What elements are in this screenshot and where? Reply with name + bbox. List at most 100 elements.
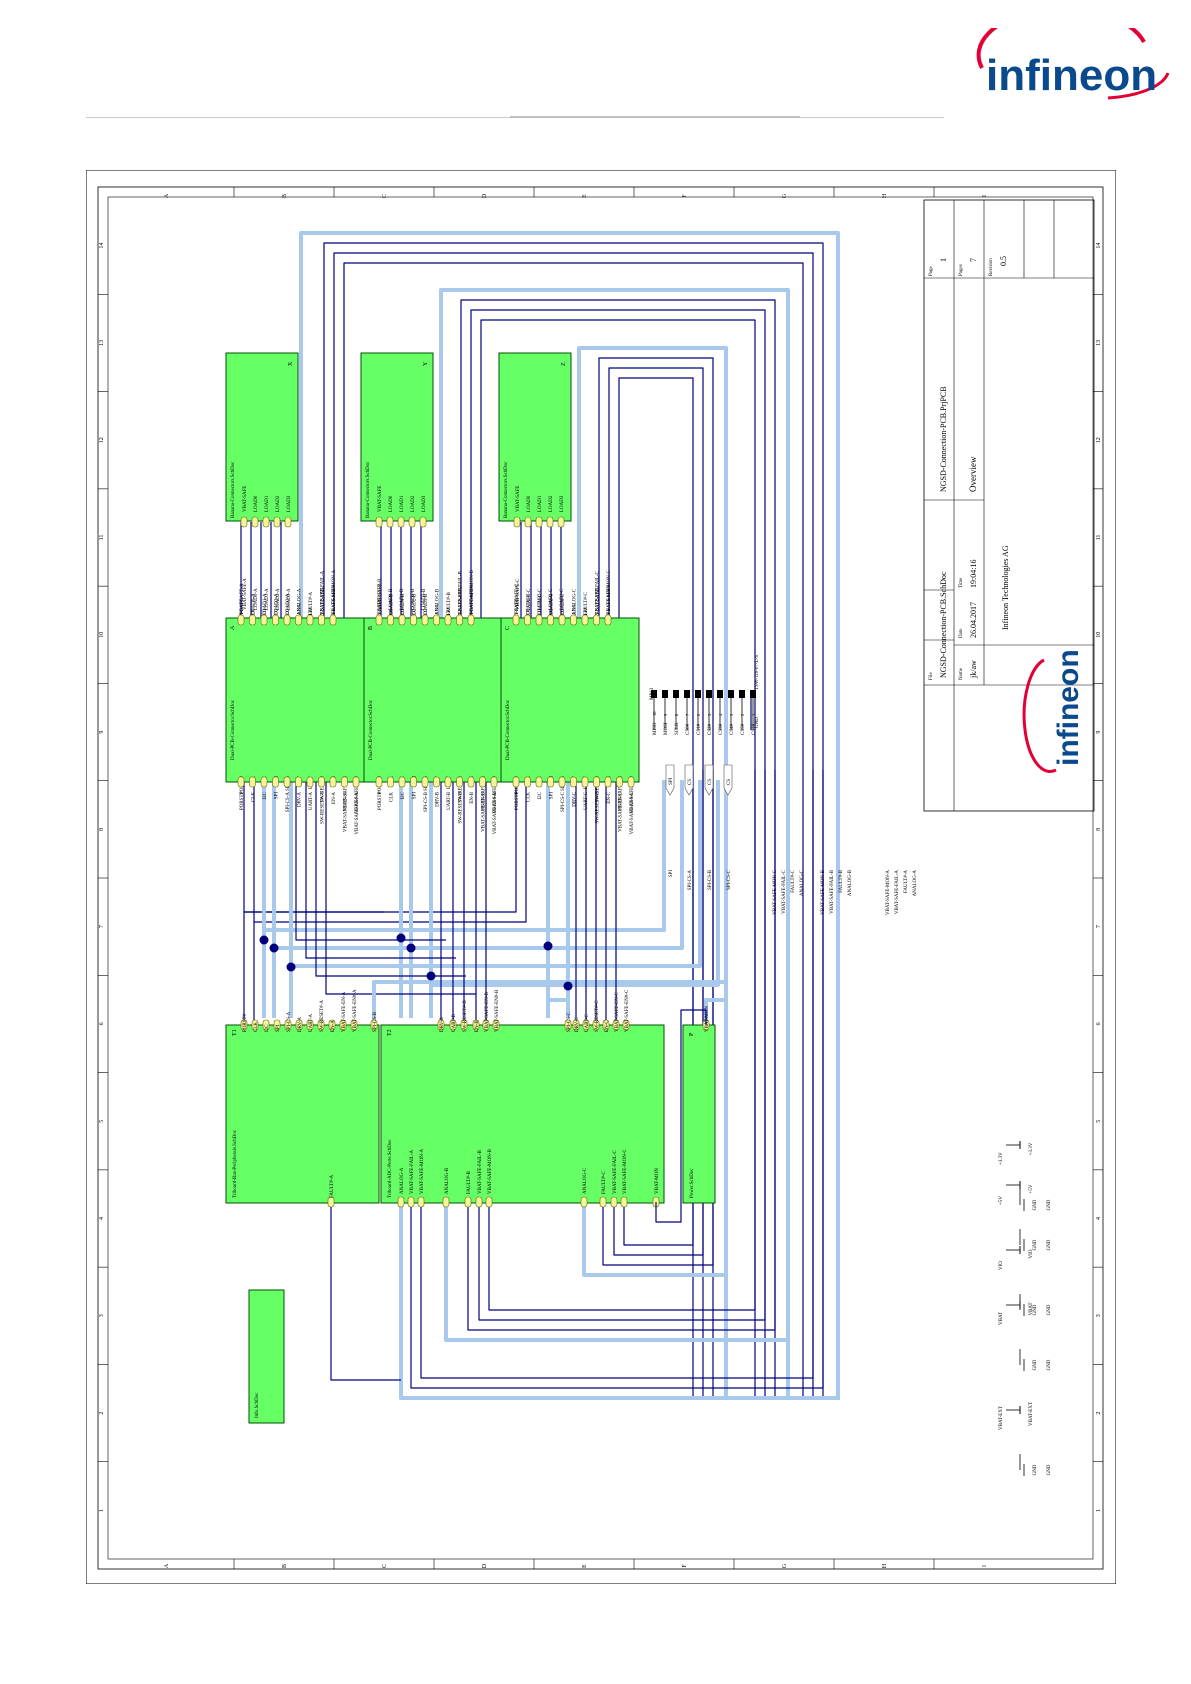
port-label: VBAT-SAFE-EN#-C	[625, 989, 630, 1032]
dual-pcb-connector-block	[500, 617, 640, 783]
net-label: UART-B	[447, 791, 452, 810]
gnd-label: GND	[1047, 1304, 1052, 1315]
port-label: VBAT-SAFE-MON-A	[420, 1149, 425, 1194]
sheet-entry	[283, 614, 291, 626]
net-label: SPI	[413, 792, 418, 800]
block-file-label: Banana-Connectors.SchDoc	[231, 461, 236, 518]
zone-number: 6	[1096, 1022, 1102, 1025]
net-label: VBAT-SAFE-C	[515, 583, 520, 615]
port-label: VBAT-SAFE-EN	[344, 776, 349, 811]
sheet-entry	[306, 1019, 314, 1031]
port-label: LOAD1	[538, 495, 543, 512]
header-pin	[695, 690, 701, 698]
sheet-entry	[408, 516, 416, 528]
sheet-entry	[604, 776, 612, 788]
dual-pcb-connector-block	[225, 617, 365, 783]
sheet-entry	[593, 614, 600, 626]
junction	[406, 943, 416, 953]
title-project: NGSD-Connection-PCB.PrjPCB	[939, 386, 948, 492]
port-label: VBAT-SAFE-MON	[470, 585, 475, 625]
gnd-label: GND	[1033, 1199, 1038, 1210]
sheet-entry	[599, 1196, 607, 1208]
title-revision-label: Revision	[989, 258, 994, 276]
port-label: VBAT-MON	[705, 1006, 710, 1032]
sheet-entry	[370, 1019, 378, 1031]
port-label: PORST#	[243, 1013, 248, 1032]
sheet-entry	[456, 614, 463, 626]
header-pin	[684, 690, 690, 698]
port-label: LOAD2	[549, 495, 554, 512]
sheet-entry	[398, 614, 406, 626]
net-label: ANALOG-A	[298, 588, 303, 615]
block-file-label: Power.SchDoc	[690, 1168, 695, 1198]
junction	[426, 971, 436, 981]
title-overview: Overview	[968, 456, 978, 492]
connector-port	[665, 764, 675, 796]
net-label: LOAD0-A	[254, 588, 259, 610]
junction	[269, 943, 279, 953]
sheet-entry	[467, 614, 475, 626]
net-label: PORST#	[515, 792, 520, 811]
net-label: ANALOG-A	[913, 870, 918, 897]
port-label: VBAT-SAFE-MON-C	[623, 1149, 628, 1194]
net-label: I2C	[401, 791, 406, 799]
connector-ref: MP13	[650, 687, 655, 700]
zone-letter: A	[164, 1563, 170, 1568]
port-label: SPI	[276, 1024, 281, 1032]
zone-letter: E	[582, 194, 588, 198]
sheet-entry	[546, 516, 554, 528]
sheet-entry	[397, 1196, 405, 1208]
sheet-entry	[572, 1019, 580, 1031]
zone-number: 7	[1096, 925, 1102, 928]
port-label: VBAT-SAFE-FAIL	[321, 586, 326, 625]
zone-letter: C	[382, 1564, 388, 1568]
net-label: SPI-CS-A	[688, 870, 693, 891]
net-label: FAULT#-B	[447, 592, 452, 615]
supply-net-label: VIO	[1029, 1249, 1034, 1258]
net-label: LOAD3-C	[561, 593, 566, 615]
net-label: VBAT-SAFE-FAIL-B	[830, 869, 835, 914]
port-label: VBAT-SAFE-EN#	[355, 776, 360, 814]
wire	[305, 780, 456, 959]
zone-letter: E	[582, 1564, 588, 1568]
sheet-entry	[375, 516, 383, 528]
pin-number: 10	[652, 711, 657, 716]
supply-net-label: VBAT	[1029, 1302, 1034, 1315]
pin-name: MOSI	[664, 722, 669, 735]
port-label: FAULT#-B	[467, 1171, 472, 1194]
port-label: LOAD1	[400, 495, 405, 512]
port-label: SW-RESET#-A	[320, 1000, 325, 1032]
net-label: SW-RESET#-B	[459, 791, 464, 823]
net-label: DRV-A	[298, 792, 303, 807]
logo-text: infineon	[986, 51, 1157, 100]
bus	[444, 770, 790, 1342]
net-label: PORST#	[240, 792, 245, 811]
sheet-entry	[295, 776, 302, 788]
net-label: DRV-B	[436, 791, 441, 806]
gnd-label: GND	[1033, 1239, 1038, 1250]
sheet-entry	[421, 614, 429, 626]
sheet-entry	[317, 1019, 325, 1031]
sheet-entry	[492, 1019, 500, 1031]
wire	[330, 1202, 401, 1381]
port-label: VBAT-SAFE	[516, 486, 521, 513]
sheet-entry	[513, 516, 521, 528]
net-label: FAULT#-C	[584, 592, 589, 615]
pin-number: 1	[751, 714, 756, 716]
zone-letter: I	[982, 195, 988, 197]
gnd-label: GND	[1047, 1239, 1052, 1250]
connector-port	[684, 764, 694, 796]
port-label: ANALOG	[436, 604, 441, 625]
sheet-entry	[570, 614, 577, 626]
sheet-entry	[240, 1019, 248, 1031]
sheet-entry	[375, 776, 383, 788]
sheet-entry	[485, 1196, 493, 1208]
net-label: VBAT-SAFE-MON-B	[470, 570, 475, 615]
port-label: DRV-C	[575, 1017, 580, 1032]
sheet-entry	[328, 1019, 336, 1031]
net-label: VBAT-SAFE-EN#-C	[630, 791, 635, 834]
zone-number: 10	[1096, 632, 1102, 638]
sheet-entry	[564, 1019, 572, 1031]
net-label: LOAD3-A	[287, 588, 292, 610]
gnd-label: GND	[1047, 1199, 1052, 1210]
